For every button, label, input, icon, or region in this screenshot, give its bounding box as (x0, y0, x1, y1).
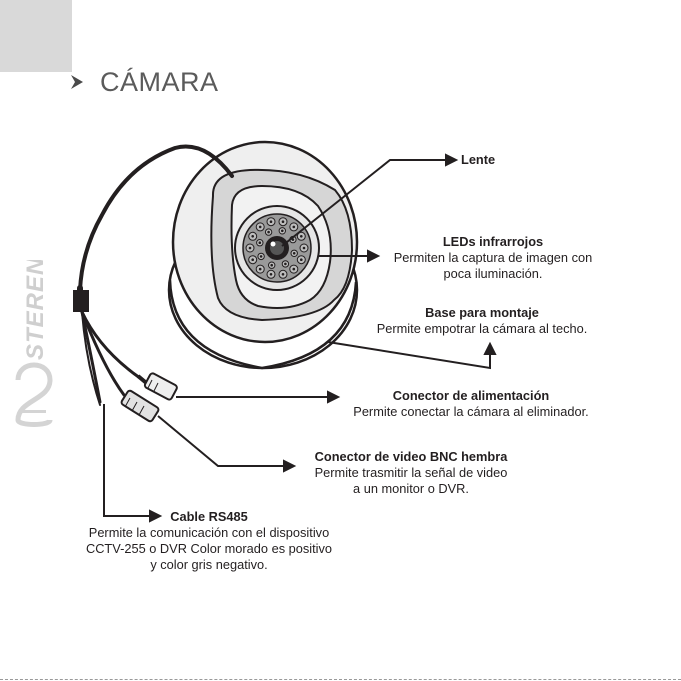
label-leds: LEDs infrarrojos Permiten la captura de … (380, 234, 606, 282)
ir-led-center (300, 258, 303, 262)
label-base-title: Base para montaje (425, 305, 539, 320)
label-leds-title: LEDs infrarrojos (442, 234, 544, 249)
label-rs485-line-3: y color gris negativo. (150, 557, 268, 572)
label-base-line-1: Permite empotrar la cámara al techo. (376, 321, 588, 336)
label-leds-line-1: Permiten la captura de imagen con (393, 250, 593, 265)
label-bnc-line-1: Permite trasmitir la señal de video (314, 465, 508, 480)
ir-led-center (270, 263, 274, 267)
ir-led-center (259, 255, 263, 258)
lens-module (234, 205, 320, 291)
label-alimentacion-line-1: Permite conectar la cámara al eliminador… (353, 404, 589, 419)
camera-cables (73, 144, 234, 406)
ir-led-center (281, 220, 285, 223)
bottom-crop-rule (0, 679, 681, 680)
ir-led-center (292, 225, 296, 229)
ir-led-center (258, 225, 262, 229)
power-connector (136, 372, 178, 401)
label-bnc-title: Conector de video BNC hembra (314, 449, 508, 464)
ir-led-center (292, 252, 296, 255)
section-title: CÁMARA (100, 66, 219, 97)
label-alimentacion-title: Conector de alimentación (392, 388, 550, 403)
ir-led-center (284, 262, 287, 266)
ir-led-center (302, 246, 306, 250)
ir-led-center (269, 273, 273, 276)
bnc-connector (120, 389, 160, 423)
ir-led-center (258, 267, 262, 271)
ir-led-center (269, 220, 273, 223)
label-bnc: Conector de video BNC hembra Permite tra… (296, 449, 526, 497)
ir-led-center (281, 229, 284, 233)
label-rs485: Cable RS485 Permite la comunicación con … (66, 509, 352, 573)
brand-logo-text: STEREN (22, 260, 49, 360)
callout-lines (103, 153, 497, 523)
ir-led-center (248, 246, 252, 250)
ir-led-center (267, 230, 270, 234)
label-base: Base para montaje Permite empotrar la cá… (362, 305, 602, 337)
corner-tab (0, 0, 72, 72)
label-lente: Lente (461, 152, 495, 168)
ir-led-center (258, 241, 262, 244)
label-leds-line-2: poca iluminación. (443, 266, 543, 281)
label-rs485-line-2: CCTV-255 o DVR Color morado es positivo (85, 541, 333, 556)
ir-led-center (251, 235, 254, 238)
label-rs485-title: Cable RS485 (170, 509, 248, 524)
ir-led-center (300, 235, 303, 238)
label-bnc-line-2: a un monitor o DVR. (353, 481, 469, 496)
label-alimentacion: Conector de alimentación Permite conecta… (336, 388, 606, 420)
arrowhead-icon (71, 75, 83, 89)
steren-logo: STEREN (15, 260, 53, 427)
section-heading: CÁMARA (70, 64, 219, 100)
ir-led-center (292, 267, 296, 271)
ir-led-center (251, 258, 254, 262)
label-lente-title: Lente (461, 152, 496, 167)
ir-led-ring (245, 217, 309, 279)
ir-led-center (281, 273, 285, 276)
label-rs485-line-1: Permite la comunicación con el dispositi… (88, 525, 330, 540)
